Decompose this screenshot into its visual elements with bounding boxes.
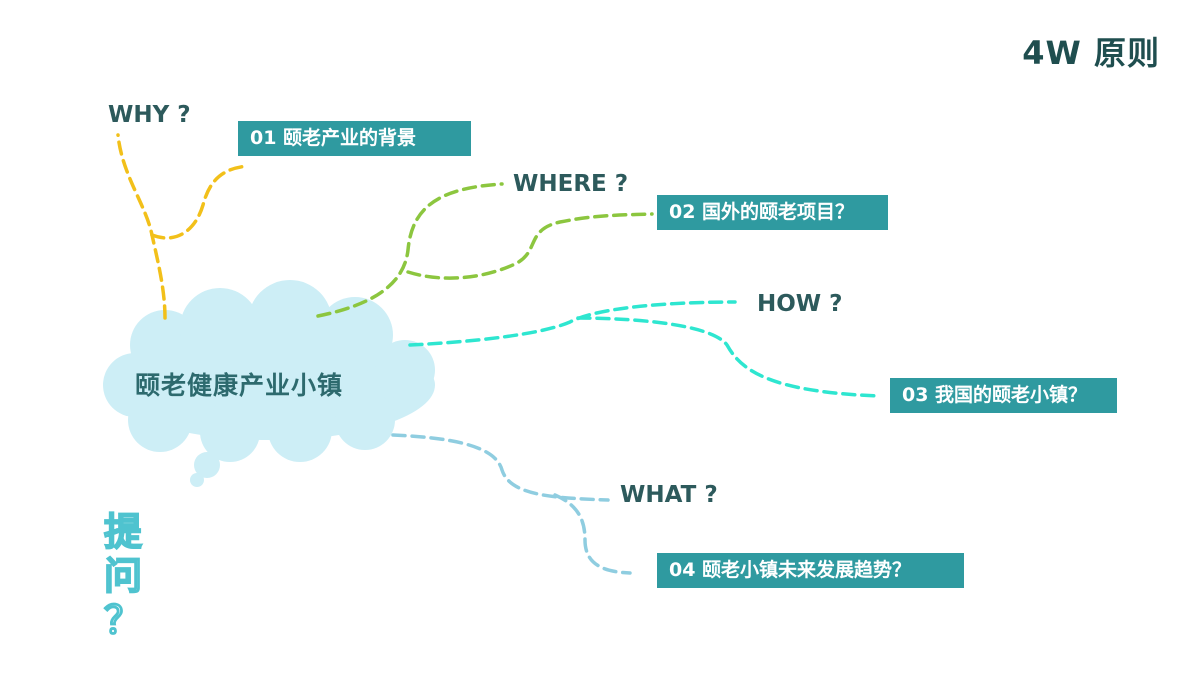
how-branch-line bbox=[408, 300, 882, 398]
what-branch-line bbox=[391, 433, 632, 575]
slide-title: 4W 原则 bbox=[1022, 34, 1160, 72]
topic-box-01: 01 颐老产业的背景 bbox=[238, 121, 471, 156]
why-branch-line bbox=[116, 133, 250, 320]
topic-box-02: 02 国外的颐老项目？ bbox=[657, 195, 888, 230]
question-where: WHERE ? bbox=[513, 171, 629, 197]
question-what: WHAT ? bbox=[620, 482, 718, 508]
topic-box-03: 03 我国的颐老小镇？ bbox=[890, 378, 1117, 413]
where-branch-line bbox=[316, 182, 654, 318]
cloud-shape bbox=[103, 280, 435, 487]
question-how: HOW ? bbox=[757, 291, 843, 317]
vertical-char-3: ？ bbox=[103, 597, 143, 643]
question-why: WHY ? bbox=[108, 102, 191, 128]
central-topic: 颐老健康产业小镇 bbox=[135, 371, 344, 400]
topic-box-04: 04 颐老小镇未来发展趋势？ bbox=[657, 553, 964, 588]
vertical-char-2: 问 bbox=[103, 553, 143, 599]
vertical-ask-text: 提 问 ？ bbox=[98, 509, 148, 643]
vertical-char-1: 提 bbox=[103, 509, 143, 555]
